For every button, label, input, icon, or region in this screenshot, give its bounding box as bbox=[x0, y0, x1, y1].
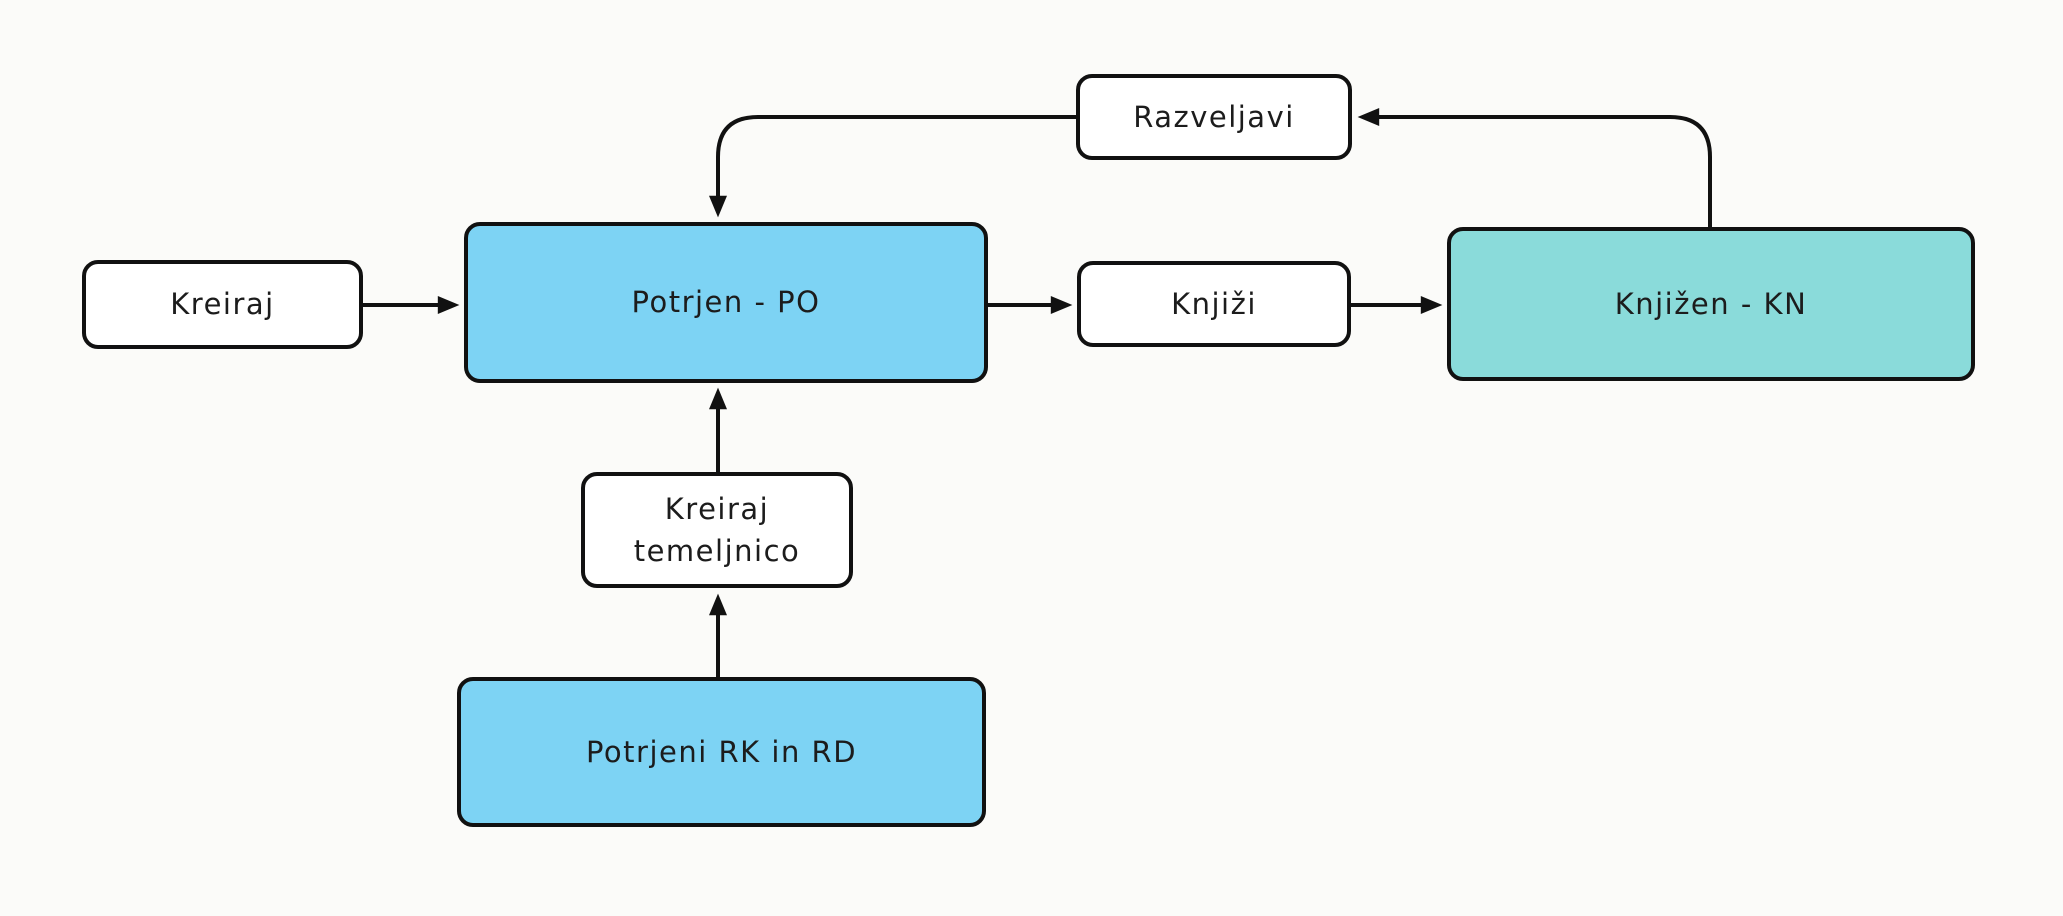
node-knjizen-kn-label: Knjižen - KN bbox=[1614, 286, 1808, 321]
node-potrjeni-rk-in-rd-label: Potrjeni RK in RD bbox=[585, 734, 858, 769]
node-razveljavi-label: Razveljavi bbox=[1133, 99, 1295, 134]
node-kreiraj-temeljnico-label: Kreiraj temeljnico bbox=[633, 491, 801, 568]
edge-razveljavi-to-potrjen bbox=[709, 115, 1076, 218]
node-kreiraj: Kreiraj bbox=[82, 260, 363, 349]
node-knjizen-kn: Knjižen - KN bbox=[1447, 227, 1975, 381]
node-potrjen-po: Potrjen - PO bbox=[464, 222, 988, 383]
node-knjizi-label: Knjiži bbox=[1171, 286, 1257, 321]
edge-knjizen-to-razveljavi bbox=[1357, 108, 1712, 227]
node-kreiraj-label: Kreiraj bbox=[170, 287, 275, 322]
node-potrjeni-rk-in-rd: Potrjeni RK in RD bbox=[457, 677, 986, 827]
node-kreiraj-temeljnico: Kreiraj temeljnico bbox=[581, 472, 853, 588]
node-knjizi: Knjiži bbox=[1077, 261, 1351, 347]
node-razveljavi: Razveljavi bbox=[1076, 74, 1352, 160]
node-potrjen-po-label: Potrjen - PO bbox=[631, 285, 821, 320]
